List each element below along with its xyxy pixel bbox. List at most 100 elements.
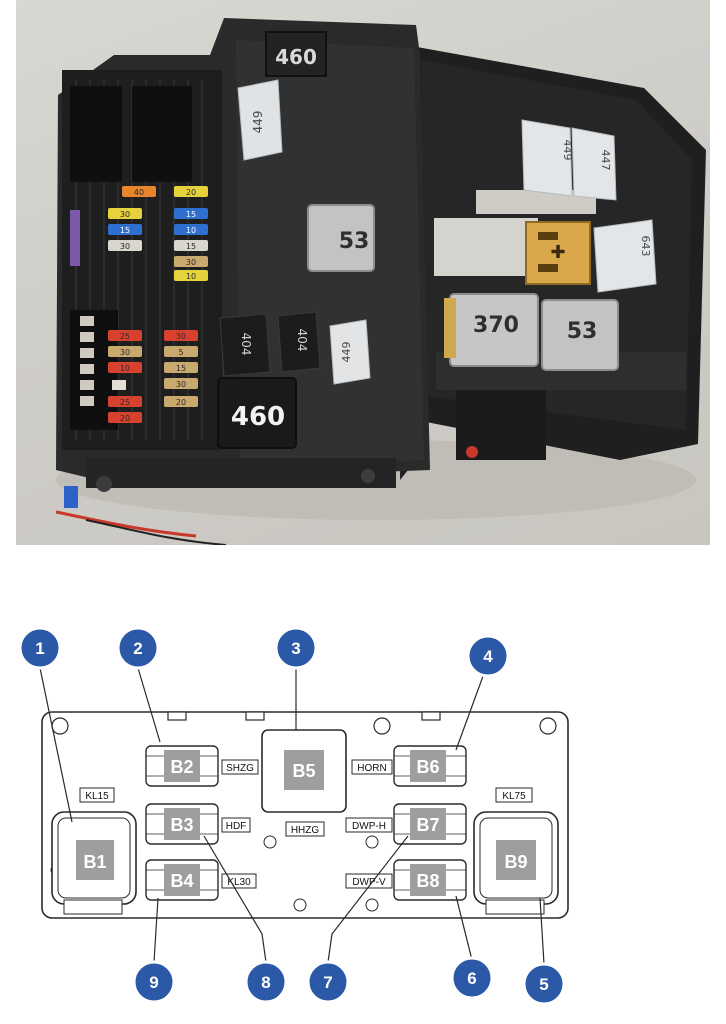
mini-fuse (174, 256, 208, 267)
mini-fuse (164, 362, 198, 373)
tag-dwpv-label: DWP-V (352, 877, 386, 888)
mini-fuse (108, 362, 142, 373)
mini-fuse-value: 15 (120, 226, 130, 235)
relay-643-label: 643 (639, 236, 652, 257)
relay-643: 643 (593, 219, 657, 293)
callout-7: 7 (306, 960, 350, 1004)
mini-fuse (174, 270, 208, 281)
relay-449-top-right: 449 (521, 119, 574, 197)
tag-kl75-label: KL75 (502, 791, 526, 802)
mini-fuse (174, 240, 208, 251)
relay-447-label: 447 (599, 150, 612, 171)
tag-shzg: SHZG (221, 759, 259, 775)
mini-fuse (164, 378, 198, 389)
mini-fuse-value: 30 (176, 380, 186, 389)
slot-b4-label: B4 (170, 871, 193, 891)
callout-5-label: 5 (539, 975, 548, 994)
callout-7-label: 7 (323, 973, 332, 992)
mini-fuse (108, 330, 142, 341)
callout-2-label: 2 (133, 639, 142, 658)
mini-fuse-value: 20 (186, 188, 196, 197)
mini-fuse (164, 396, 198, 407)
relay-370-label: 370 (473, 313, 519, 338)
slot-b9: B9 (473, 811, 559, 915)
mini-fuse-value: 30 (120, 210, 130, 219)
mini-fuse (174, 224, 208, 235)
relay-53-right-label: 53 (567, 319, 598, 344)
slot-b2-label: B2 (170, 757, 193, 777)
slot-b4: B4 (145, 859, 219, 901)
tag-kl15-label: KL15 (85, 791, 109, 802)
relay-460-top-label: 460 (275, 45, 317, 69)
tag-kl30: KL30 (221, 873, 257, 889)
relay-449-top-right-label: 449 (561, 140, 574, 161)
relay-449-mid: 449 (329, 319, 371, 385)
slot-b8: B8 (393, 859, 467, 901)
mini-fuse (108, 240, 142, 251)
mini-fuse-value: 20 (176, 398, 186, 407)
relay-447: 447 (571, 127, 617, 201)
mini-fuse-value: 15 (186, 210, 196, 219)
slot-b9-label: B9 (504, 852, 527, 872)
tag-hhzg: HHZG (285, 821, 325, 837)
mini-fuse-value: 25 (120, 398, 130, 407)
mini-fuse-value: 40 (134, 188, 144, 197)
callout-1: 1 (18, 626, 62, 670)
mini-fuse (108, 224, 142, 235)
relay-53-mid: 53 (307, 204, 375, 272)
callout-1-label: 1 (35, 639, 44, 658)
mini-fuse (174, 208, 208, 219)
small-fuses (80, 316, 126, 406)
relay-460-bottom: 460 (217, 377, 297, 449)
callout-8: 8 (244, 960, 288, 1004)
callout-5: 5 (522, 962, 566, 1006)
slot-b1: B1 (51, 811, 137, 915)
slot-b5: B5 (261, 729, 347, 813)
diagram-drawing: B1 KL15 B2 SHZG B3 HDF (18, 626, 569, 1006)
leader-lines (39, 667, 545, 965)
mini-fuse-value: 10 (186, 272, 196, 281)
callout-8-label: 8 (261, 973, 270, 992)
mini-fuse-value: 30 (176, 332, 186, 341)
callout-6-label: 6 (467, 969, 476, 988)
tag-kl30-label: KL30 (227, 877, 251, 888)
mini-fuse (108, 412, 142, 423)
callout-3-label: 3 (291, 639, 300, 658)
mini-fuse-value: 10 (120, 364, 130, 373)
slot-b1-label: B1 (83, 852, 106, 872)
mini-fuse-value: 25 (120, 332, 130, 341)
tag-dwph: DWP-H (345, 817, 393, 833)
slot-b2: B2 (145, 745, 219, 787)
slot-b3-label: B3 (170, 815, 193, 835)
tag-hdf-label: HDF (226, 821, 247, 832)
slot-b6: B6 (393, 745, 467, 787)
mini-fuse-value: 20 (120, 414, 130, 423)
mini-fuse (174, 186, 208, 197)
slot-b8-label: B8 (416, 871, 439, 891)
mini-fuse-value: 30 (186, 258, 196, 267)
relay-404-b-label: 404 (295, 329, 309, 352)
callout-9-label: 9 (149, 973, 158, 992)
mini-fuse (164, 330, 198, 341)
tag-kl75: KL75 (495, 787, 533, 803)
mini-fuse (164, 346, 198, 357)
relay-449-top-label: 449 (251, 111, 265, 134)
relay-404-b: 404 (277, 311, 321, 373)
relay-404-a: 404 (219, 313, 271, 377)
mini-fuse (108, 208, 142, 219)
callout-3: 3 (274, 626, 318, 670)
mini-fuse (108, 396, 142, 407)
mini-fuse-value: 15 (176, 364, 186, 373)
slot-b5-label: B5 (292, 761, 315, 781)
mini-fuse-value: 30 (120, 242, 130, 251)
relay-404-a-label: 404 (239, 333, 253, 356)
relay-449-mid-label: 449 (340, 342, 353, 363)
tag-kl15: KL15 (79, 787, 115, 803)
relay-53-mid-label: 53 (339, 229, 370, 254)
callout-4: 4 (466, 634, 510, 678)
callout-9: 9 (132, 960, 176, 1004)
tag-hhzg-label: HHZG (291, 825, 320, 836)
tag-horn: HORN (351, 759, 393, 775)
